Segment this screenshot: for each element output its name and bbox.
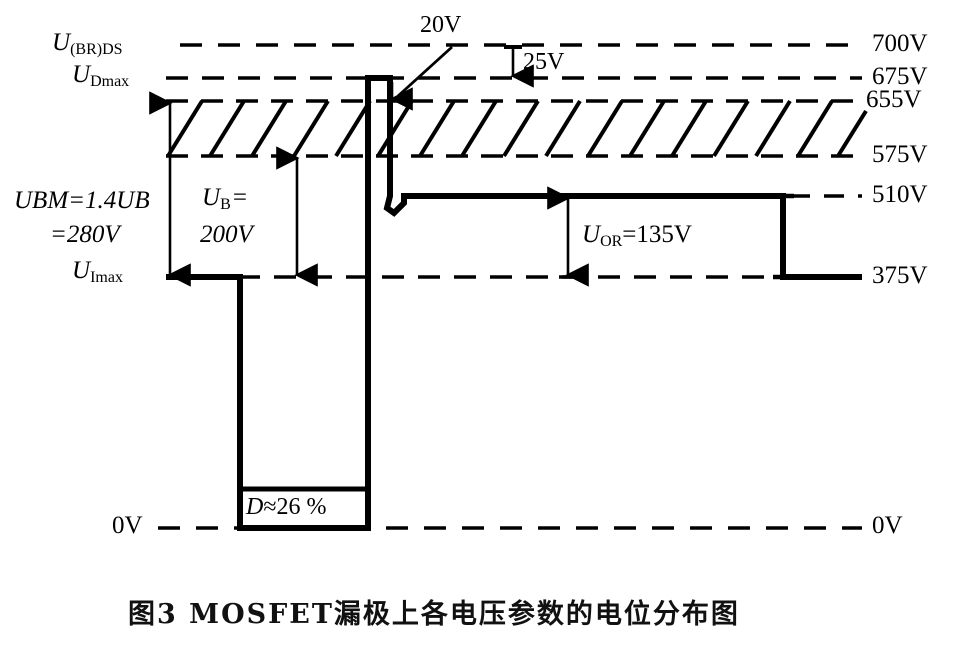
label-u-dmax-sub: Dmax (90, 73, 130, 90)
label-u-br-ds: U(BR)DS (52, 29, 123, 58)
label-675v: 675V (872, 63, 928, 90)
label-375v: 375V (872, 262, 928, 289)
label-ub-value: 200V (200, 222, 253, 247)
annotation-duty-value: ≈26 % (263, 494, 327, 520)
uor-measure-arrow (547, 186, 794, 287)
annotation-duty-symbol: D (246, 494, 264, 520)
waveform-path (166, 75, 862, 531)
label-ubm-value: =280V (50, 222, 120, 247)
label-zero-right: 0V (872, 512, 903, 539)
reference-level-lines (158, 43, 862, 530)
annotation-uor-eq: =135V (622, 221, 692, 248)
annotation-uor-sub: OR (600, 233, 623, 250)
label-u-imax-sub: Imax (90, 269, 123, 286)
hatched-safety-band (166, 99, 868, 158)
annotation-spike-20v: 20V (420, 12, 462, 38)
annotation-uor: UOR=135V (582, 221, 692, 250)
label-700v: 700V (872, 30, 928, 57)
label-ub-expression: UUB = (202, 184, 247, 213)
annotation-duty-cycle: D≈26 % (246, 495, 327, 519)
label-655v: 655V (866, 86, 922, 113)
figure-caption: 图3 MOSFET漏极上各电压参数的电位分布图 (128, 599, 740, 630)
label-u-dmax: UDmax (72, 61, 130, 90)
label-u-imax: UImax (72, 257, 123, 286)
label-ubm-line1: UBM=1.4UB (14, 187, 150, 214)
label-zero-left: 0V (112, 512, 143, 539)
label-510v: 510V (872, 181, 928, 208)
label-ub-line2: 200V (200, 221, 253, 248)
label-575v: 575V (872, 141, 928, 168)
label-ubm-line2: =280V (50, 221, 120, 248)
annotation-margin-25v: 25V (523, 49, 565, 75)
label-ubm-expression: UBM=1.4UB (14, 188, 150, 213)
label-u-br-ds-sub: (BR)DS (70, 41, 123, 58)
drain-voltage-waveform (166, 75, 862, 531)
duty-cycle-box (237, 486, 371, 531)
margin-25v-arrow (504, 45, 534, 88)
spike-20v-leader (389, 45, 453, 111)
